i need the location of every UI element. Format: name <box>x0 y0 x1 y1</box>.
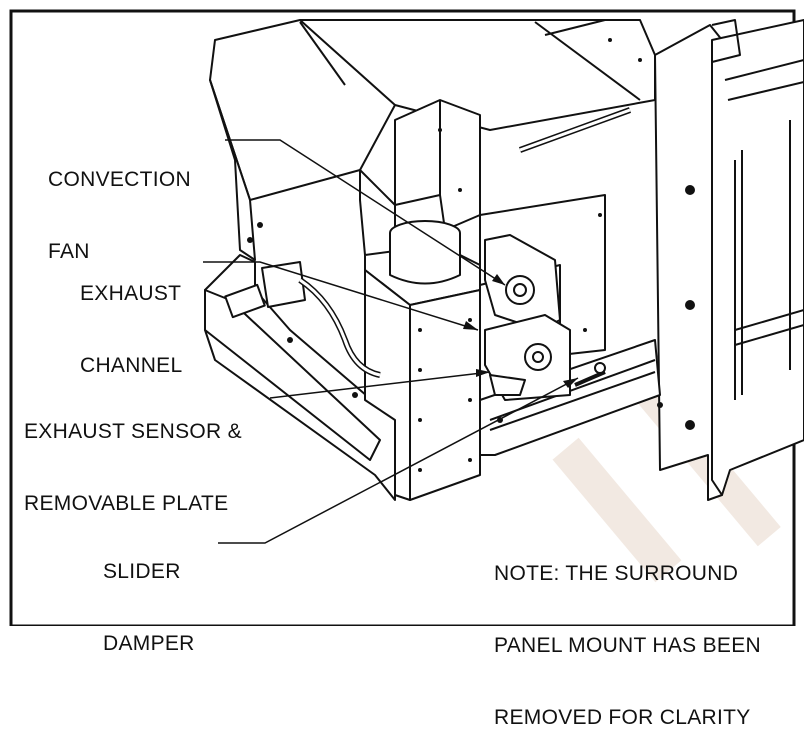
fan-housing <box>394 99 481 231</box>
leader-lines <box>203 139 579 544</box>
central-box-side <box>364 269 411 501</box>
note-line: PANEL MOUNT HAS BEEN <box>494 634 762 657</box>
label-line: FAN <box>48 240 90 263</box>
left-side-panel <box>209 79 256 261</box>
label-line: EXHAUST SENSOR & <box>24 420 242 443</box>
screw-holes <box>247 38 695 472</box>
note-line: REMOVED FOR CLARITY <box>494 706 751 729</box>
label-line: DAMPER <box>103 632 195 655</box>
right-floor-rail <box>479 339 661 456</box>
label-exhaust-sensor: EXHAUST SENSOR & REMOVABLE PLATE <box>24 372 242 540</box>
diagram-drawing <box>9 9 804 628</box>
leader-exhaust-channel <box>203 261 479 331</box>
convection-fan-pipe <box>389 233 461 285</box>
leader-exhaust-sensor <box>269 371 491 399</box>
removable-plate <box>489 374 526 396</box>
label-slider-damper: SLIDER DAMPER <box>103 512 195 680</box>
label-line: REMOVABLE PLATE <box>24 492 229 515</box>
label-line: CHANNEL <box>80 354 183 377</box>
label-line: SLIDER <box>103 560 181 583</box>
note-line: NOTE: THE SURROUND <box>494 562 739 585</box>
note-text: NOTE: THE SURROUND PANEL MOUNT HAS BEEN … <box>494 514 761 754</box>
diagram-figure: CONVECTION FAN EXHAUST CHANNEL EXHAUST S… <box>9 9 804 729</box>
label-line: CONVECTION <box>48 168 192 191</box>
label-line: EXHAUST <box>80 282 182 305</box>
label-exhaust-channel: EXHAUST CHANNEL <box>80 234 182 402</box>
slider-damper-rod <box>574 370 606 387</box>
label-convection-fan: CONVECTION FAN <box>48 120 191 288</box>
leader-slider-damper <box>218 377 579 544</box>
leader-arrows <box>463 274 578 388</box>
leader-convection-fan <box>225 139 506 286</box>
surround-frame <box>654 24 723 501</box>
